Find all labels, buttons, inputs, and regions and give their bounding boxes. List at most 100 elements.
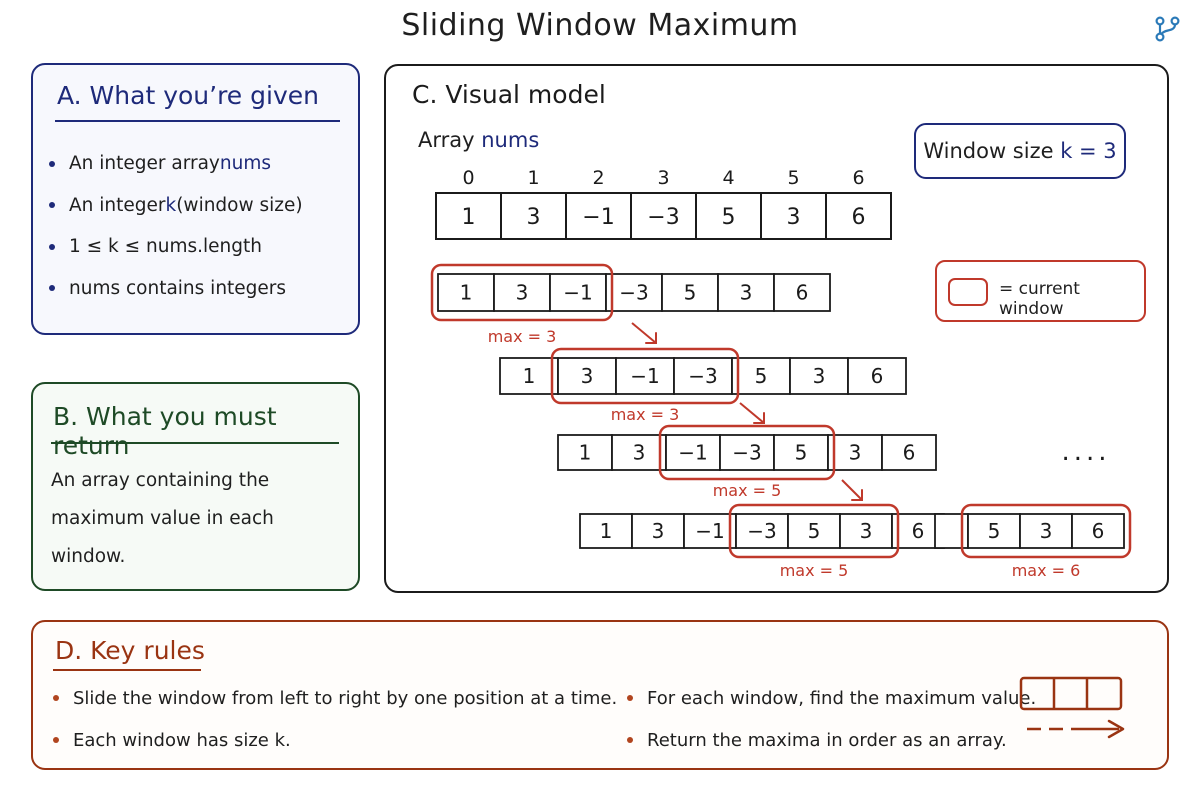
sliding-arrow-illustration [1019, 676, 1125, 739]
given-item: nums contains integers [49, 268, 303, 310]
branch-icon [1155, 16, 1180, 42]
bullet-dot [49, 202, 55, 209]
visual-model-title: C. Visual model [412, 80, 606, 109]
window-size-label: Window size [923, 139, 1054, 163]
current-window-highlight [658, 424, 836, 481]
window-row-cell-value: 3 [1040, 519, 1053, 543]
window-max-label: max = 5 [713, 481, 782, 500]
window-row-cell-value: 1 [600, 519, 613, 543]
bullet-dot [627, 695, 633, 701]
legend-text: = current window [999, 279, 1080, 319]
given-text-suffix: (window size) [176, 194, 303, 216]
given-keyword: nums [219, 153, 272, 175]
window-row-cell-value: −1 [695, 519, 724, 543]
window-row-cell [787, 513, 841, 549]
index-label: 4 [722, 167, 734, 189]
window-row-cell [661, 273, 719, 312]
window-row-cell-value: −3 [688, 364, 717, 388]
window-row-cell [683, 513, 737, 549]
window-row-cell-value: 5 [795, 441, 808, 465]
window-row-cell-value: 6 [1092, 519, 1105, 543]
slide-arrow [631, 322, 657, 344]
window-max-label: max = 6 [1012, 561, 1081, 580]
window-row-cell-value: 3 [849, 441, 862, 465]
ellipsis: .... [1061, 437, 1110, 467]
return-text: An array containing the maximum value in… [51, 470, 274, 567]
array-cell-value: 3 [787, 205, 801, 230]
rule-text: Return the maxima in order as an array. [647, 729, 1007, 751]
array-cell [565, 192, 632, 240]
window-row-cell-value: −3 [732, 441, 761, 465]
window-row-cell [631, 513, 685, 549]
given-text: nums contains integers [69, 277, 287, 299]
array-cell-value: −1 [582, 205, 614, 230]
window-row-cell [549, 273, 607, 312]
window-row-cell-value: 1 [523, 364, 536, 388]
window-row-cell-value: 1 [579, 441, 592, 465]
array-cell [760, 192, 827, 240]
rule-text: For each window, find the maximum value. [647, 687, 1037, 709]
given-keyword: k [165, 194, 177, 216]
return-title: B. What you must return [53, 402, 277, 460]
legend-window-swatch [948, 278, 988, 306]
rule-text: Slide the window from left to right by o… [73, 687, 618, 709]
bullet-dot [49, 160, 55, 167]
current-window-highlight [728, 503, 900, 559]
return-title-underline [51, 442, 339, 444]
current-window-highlight [960, 503, 1132, 559]
given-text: An integer array [69, 153, 220, 175]
window-row-cell-value: 6 [871, 364, 884, 388]
rule-item: Slide the window from left to right by o… [53, 677, 617, 719]
bullet-dot [49, 243, 55, 250]
window-row-cell-value: 5 [684, 281, 697, 305]
window-row-cell [773, 273, 831, 312]
window-row-cell-value: 3 [813, 364, 826, 388]
window-row-cell [615, 357, 675, 395]
window-row-cell [493, 273, 551, 312]
given-panel: A. What you’re given An integer array nu… [31, 63, 360, 335]
window-row-cell-value: −3 [747, 519, 776, 543]
window-row-cell-value: −3 [619, 281, 648, 305]
rule-item: For each window, find the maximum value. [627, 677, 1036, 719]
index-label: 2 [592, 167, 604, 189]
window-row-cell-value: −1 [563, 281, 592, 305]
rule-item: Return the maxima in order as an array. [627, 719, 1036, 761]
slide-arrow [841, 479, 863, 501]
array-cell [630, 192, 697, 240]
window-row-cell-value: 5 [988, 519, 1001, 543]
array-cell [435, 192, 502, 240]
window-row-cell-value: 3 [581, 364, 594, 388]
bullet-dot [49, 285, 55, 292]
window-max-label: max = 5 [780, 561, 849, 580]
window-size-box: Window size k = 3 [914, 123, 1126, 179]
given-item: 1 ≤ k ≤ nums.length [49, 226, 303, 268]
window-row-cell-value: 3 [652, 519, 665, 543]
index-label: 1 [527, 167, 539, 189]
array-name: nums [481, 128, 540, 152]
window-row-cell-value: 6 [796, 281, 809, 305]
array-cell [500, 192, 567, 240]
window-row-cell-value: 6 [912, 519, 925, 543]
window-row-cell-value: 6 [903, 441, 916, 465]
window-row-cell [611, 434, 667, 471]
bullet-dot [53, 737, 59, 743]
window-row-cell [499, 357, 559, 395]
array-label-text: Array [418, 128, 482, 152]
rules-list-right: For each window, find the maximum value.… [627, 677, 1036, 761]
rule-item: Each window has size k. [53, 719, 617, 761]
key-rules-panel: D. Key rules Slide the window from left … [31, 620, 1169, 770]
window-row-cell-value: −1 [678, 441, 707, 465]
window-size-value: k = 3 [1060, 139, 1117, 163]
window-row-cell-value: 1 [460, 281, 473, 305]
window-row-cell [605, 273, 663, 312]
given-title-underline [55, 120, 340, 122]
given-text: 1 ≤ k ≤ nums.length [69, 236, 262, 258]
window-max-label: max = 3 [611, 405, 680, 424]
given-title: A. What you’re given [57, 81, 319, 110]
slide-arrow [739, 402, 765, 424]
array-cell [825, 192, 892, 240]
slide-arrowhead [753, 412, 765, 424]
given-item: An integer k (window size) [49, 185, 303, 227]
slide-arrowhead [645, 332, 657, 344]
